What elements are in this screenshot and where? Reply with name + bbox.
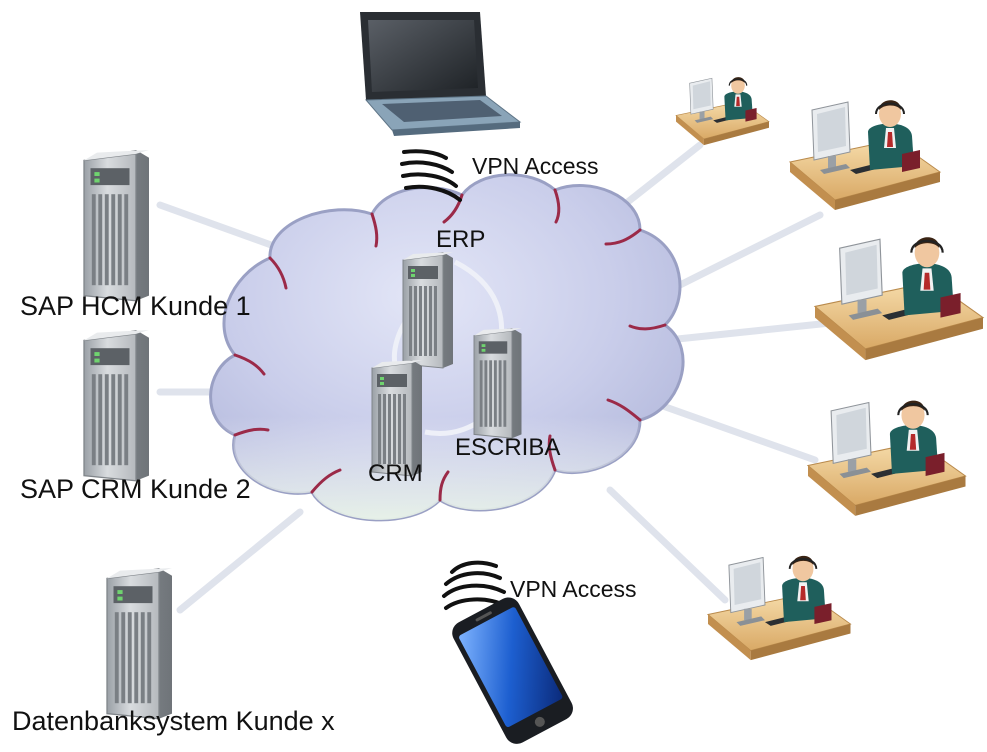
sap-hcm-server-icon: [83, 149, 150, 302]
agent-workstation-icon: [789, 99, 941, 211]
cloud-stitches: [233, 188, 667, 502]
link-line: [664, 318, 844, 344]
link-line: [606, 486, 729, 604]
wifi-signal-icon: [400, 149, 462, 202]
agent-workstation-icon: [675, 76, 770, 146]
wifi-signal-icon: [442, 560, 508, 610]
db-server-icon: [106, 567, 173, 720]
label-vpn-top: VPN Access: [472, 153, 599, 179]
label-sap-crm: SAP CRM Kunde 2: [20, 474, 251, 504]
label-sap-hcm: SAP HCM Kunde 1: [20, 291, 251, 321]
label-db-system: Datenbanksystem Kunde x: [12, 706, 335, 736]
crm-server-icon: [371, 359, 423, 477]
escriba-server-icon: [473, 327, 522, 439]
link-line: [176, 508, 304, 614]
link-line: [656, 401, 819, 464]
label-escriba: ESCRIBA: [455, 434, 561, 461]
laptop-icon: [360, 12, 522, 136]
erp-server-icon: [402, 251, 454, 369]
agent-workstation-icon: [813, 236, 985, 362]
link-line: [611, 141, 704, 216]
link-lines: [156, 141, 844, 614]
agent-workstation-icon: [806, 399, 967, 517]
label-erp: ERP: [436, 226, 486, 253]
label-vpn-bottom: VPN Access: [510, 576, 637, 602]
link-line: [156, 201, 289, 254]
label-crm: CRM: [368, 460, 423, 487]
sap-crm-server-icon: [83, 329, 150, 482]
agent-workstation-icon: [707, 554, 852, 662]
smartphone-icon: [452, 597, 573, 744]
link-line: [656, 211, 824, 299]
